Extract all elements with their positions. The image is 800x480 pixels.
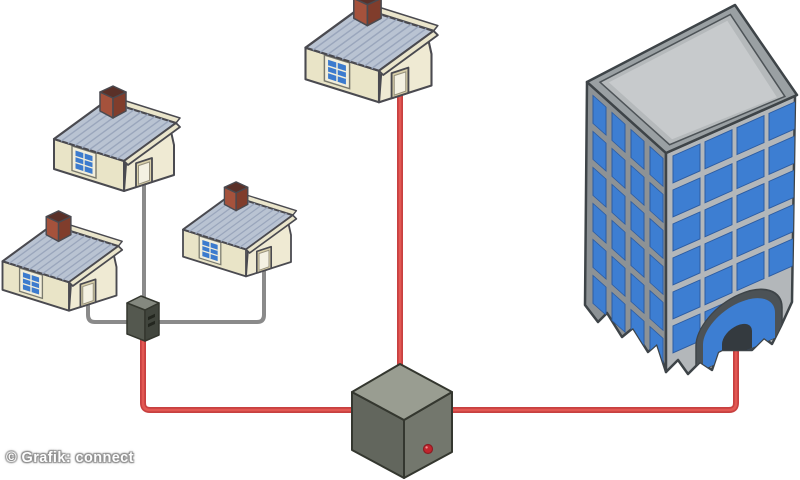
junction-ports: [148, 313, 155, 328]
junction-box: [126, 295, 160, 342]
house-1: [52, 84, 182, 193]
street-cabinet: [351, 363, 453, 479]
watermark: © Grafik: connect: [6, 450, 134, 466]
office-building: [583, 3, 799, 376]
building-left-windows: [592, 94, 664, 368]
house-3: [182, 180, 298, 278]
cable-house2-junction: [86, 301, 130, 324]
house-4: [304, 0, 439, 104]
cabinet-led: [422, 443, 434, 455]
cable-house3-junction: [157, 267, 266, 324]
cable-junction-cabinet: [140, 338, 362, 413]
cables: [86, 93, 739, 413]
cable-cabinet-building: [446, 348, 739, 413]
building-roof: [585, 3, 799, 155]
house-2: [1, 209, 124, 312]
